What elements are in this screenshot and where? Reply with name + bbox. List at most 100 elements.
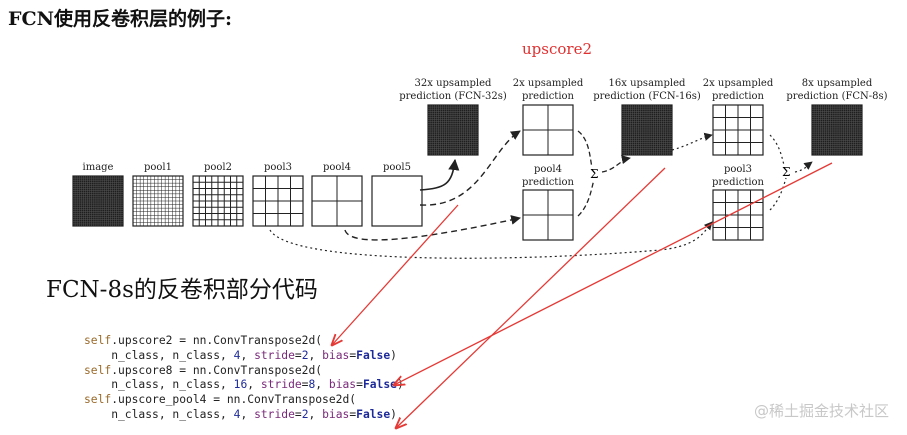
block-label: pool3 [724,164,752,175]
code-token: stride [260,378,302,392]
code-token: 2 [301,348,309,362]
code-token: stride [254,348,295,362]
code-line: self.upscore8 = nn.ConvTranspose2d( [84,364,404,379]
code-token: , [308,348,323,362]
code-token: n_class, n_class, [84,407,234,421]
block-label: pool4 [534,164,562,175]
code-token: self [84,334,112,347]
code-token: False [356,407,391,421]
arrow-pool4pred-to-sum [577,179,595,217]
sum-symbol-1: Σ [590,167,598,181]
code-token: bias [328,378,357,392]
arrow-pool5-to-2x [419,130,521,206]
sum-symbol-2: Σ [782,165,790,179]
block-label: prediction (FCN-32s) [399,91,507,102]
block-up2b: 2x upsampled prediction [703,78,774,156]
code-token: , [315,378,329,392]
block-pred32: 32x upsampled prediction (FCN-32s) [399,78,507,156]
arrow-pool3-to-pool3pred [269,221,713,259]
block-pool1: pool1 [132,162,184,227]
block-pred16: 16x upsampled prediction (FCN-16s) [593,78,701,156]
code-token: .upscore_pool4 = nn.ConvTranspose2d( [111,393,357,407]
block-label: prediction [522,91,575,102]
code-token: bias [322,348,350,362]
code-token: = [301,378,309,392]
code-token: = [294,407,302,421]
red-annotation-arrows [332,162,833,428]
block-label: pool5 [383,162,411,173]
watermark: @稀土掘金技术社区 [753,402,889,420]
code-token: , [308,407,323,421]
block-image: image [72,162,124,227]
block-pool4: pool4 [311,162,363,227]
code-token: = [294,348,302,362]
block-label: prediction (FCN-16s) [593,91,701,102]
arrow-sum2-to-fcn8 [794,161,813,173]
code-token: 8 [308,378,316,392]
code-line: self.upscore2 = nn.ConvTranspose2d( [84,334,404,349]
block-pool4pred: pool4 prediction [522,164,575,241]
page-title: FCN使用反卷积层的例子: [8,8,232,30]
block-label: image [83,162,114,173]
block-pool5: pool5 [371,162,423,227]
flow-arrows: Σ Σ [269,130,813,259]
arrow-pool4-to-pool4pred [344,215,521,241]
code-token: stride [254,407,295,421]
red-arrow-upscore2 [332,204,459,345]
red-arrow-upscore-pool4 [396,167,666,428]
code-token: 4 [233,348,241,362]
code-token: ) [390,407,397,421]
code-token: ) [390,348,397,362]
block-label: 2x upsampled [513,78,584,89]
block-label: 8x upsampled [802,78,873,89]
section-title: FCN-8s的反卷积部分代码 [46,277,318,303]
code-token: .upscore8 = nn.ConvTranspose2d( [111,363,323,377]
block-label: 16x upsampled [609,78,686,89]
code-token: , [240,407,255,421]
block-pred8: 8x upsampled prediction (FCN-8s) [786,78,888,156]
block-pool2: pool2 [192,162,244,227]
code-line: n_class, n_class, 4, stride=2, bias=Fals… [84,408,404,423]
block-pool3pred: pool3 prediction [712,164,765,241]
block-label: pool4 [323,162,351,173]
code-token: 2 [301,407,309,421]
code-token: = [356,378,363,392]
arrow-sum-to-fcn16 [601,155,631,173]
upscore2-annotation: upscore2 [522,40,592,58]
block-label: prediction [712,177,765,188]
code-token: .upscore2 = nn.ConvTranspose2d( [111,334,323,347]
code-token: = [349,407,357,421]
code-line: n_class, n_class, 4, stride=2, bias=Fals… [84,349,404,364]
code-token: bias [322,407,350,421]
code-token: n_class, n_class, [84,378,234,392]
code-token: False [362,378,397,392]
code-block: self.upscore2 = nn.ConvTranspose2d( n_cl… [84,334,404,423]
arrow-fcn16-to-2x-b [671,132,713,151]
arrow-pool3pred-to-sum2 [769,177,787,211]
code-token: False [356,348,391,362]
block-label: prediction [522,177,575,188]
arrow-2x-to-sum [577,130,593,168]
red-arrow-upscore8 [394,162,833,385]
code-token: 4 [233,407,241,421]
arrow-2x-b-to-sum2 [769,134,785,166]
code-token: , [240,348,255,362]
code-token: self [84,363,112,377]
code-token: 16 [233,378,248,392]
code-token: , [247,378,261,392]
block-label: 32x upsampled [415,78,492,89]
code-token: n_class, n_class, [84,348,234,362]
arrow-pool5-to-fcn32 [419,158,460,191]
block-label: pool3 [264,162,292,173]
block-label: prediction [712,91,765,102]
block-label: pool2 [204,162,232,173]
block-up2: 2x upsampled prediction [513,78,584,156]
code-line: n_class, n_class, 16, stride=8, bias=Fal… [84,378,404,393]
block-label: prediction (FCN-8s) [786,91,887,102]
block-pool3: pool3 [252,162,304,227]
code-token: = [349,348,357,362]
block-label: pool1 [144,162,172,173]
block-label: 2x upsampled [703,78,774,89]
code-line: self.upscore_pool4 = nn.ConvTranspose2d( [84,393,404,408]
